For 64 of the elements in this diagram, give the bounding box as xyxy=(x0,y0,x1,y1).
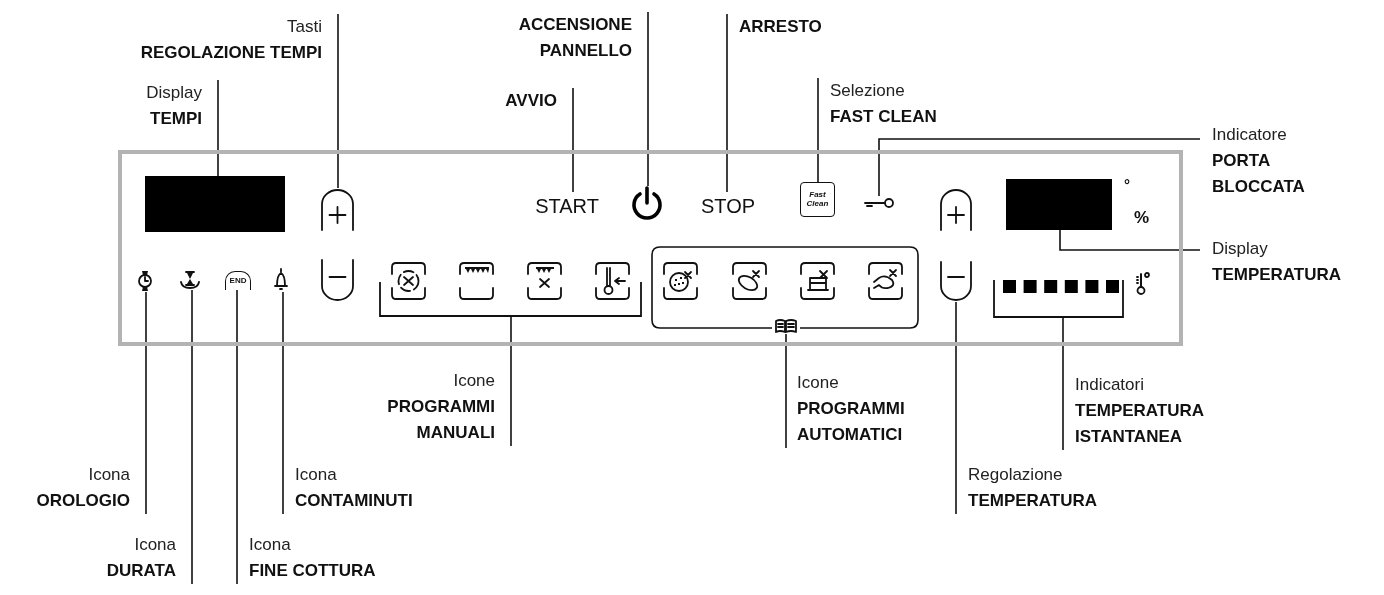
leader-line xyxy=(191,289,193,585)
callout-caption: Display xyxy=(145,82,202,104)
callout-title: CONTAMINUTI xyxy=(295,490,414,512)
leader-line xyxy=(878,138,1201,197)
callout-caption: Icone xyxy=(797,372,840,394)
callout-caption: Tasti xyxy=(286,16,322,38)
callout-caption: Icone xyxy=(452,370,495,392)
unit-label: % xyxy=(1134,208,1150,228)
callout-caption: Indicatore xyxy=(1212,124,1288,146)
minus-button xyxy=(939,260,973,302)
control-panel xyxy=(118,150,1183,346)
temperature-display xyxy=(1006,179,1112,230)
callout-title: TEMPERATURA ISTANTANEA xyxy=(1075,400,1205,448)
power-icon xyxy=(630,186,664,220)
callout-title: TEMPERATURA xyxy=(1212,264,1343,286)
callout-caption: Selezione xyxy=(830,80,906,102)
callout-caption: Indicatori xyxy=(1075,374,1145,396)
leader-line xyxy=(1059,229,1201,251)
leader-line xyxy=(955,301,957,515)
clock-icon xyxy=(137,270,153,292)
callout-caption: Icona xyxy=(133,534,176,556)
callout-title: FINE COTTURA xyxy=(249,560,377,582)
bracket xyxy=(379,282,642,317)
callout-title: ACCENSIONE PANNELLO xyxy=(517,14,632,62)
book-icon xyxy=(775,318,797,334)
callout-title: REGOLAZIONE TEMPI xyxy=(139,42,322,64)
bell-icon xyxy=(274,268,288,292)
callout-title: TEMPERATURA xyxy=(968,490,1099,512)
leader-line xyxy=(817,77,819,183)
end-icon: END xyxy=(225,271,251,290)
callout-title: AVVIO xyxy=(504,90,557,112)
leader-line xyxy=(726,13,728,193)
plus-button xyxy=(320,188,355,232)
callout-title: ARRESTO xyxy=(739,16,823,38)
leader-line xyxy=(145,291,147,515)
bracket xyxy=(993,280,1124,318)
unit-label: ° xyxy=(1124,176,1130,193)
leader-line xyxy=(1062,317,1064,451)
callout-title: PROGRAMMI MANUALI xyxy=(386,396,495,444)
leader-line xyxy=(785,333,787,449)
callout-title: OROLOGIO xyxy=(35,490,130,512)
leader-line xyxy=(572,87,574,193)
leader-line xyxy=(282,291,284,515)
time-display xyxy=(145,176,285,232)
callout-title: PROGRAMMI AUTOMATICI xyxy=(797,398,906,446)
callout-caption: Icona xyxy=(249,534,292,556)
leader-line xyxy=(647,11,649,187)
leader-line xyxy=(337,13,339,189)
leader-line xyxy=(236,289,238,585)
clean-button: Fast Clean xyxy=(800,182,835,217)
callout-title: FAST CLEAN xyxy=(830,106,938,128)
callout-title: PORTA BLOCCATA xyxy=(1212,150,1306,198)
callout-caption: Regolazione xyxy=(968,464,1064,486)
callout-caption: Display xyxy=(1212,238,1269,260)
start-label: START xyxy=(533,192,601,220)
leader-line xyxy=(510,316,512,447)
key-icon xyxy=(864,196,894,210)
stop-label: STOP xyxy=(698,192,758,220)
callout-caption: Icona xyxy=(87,464,130,486)
callout-caption: Icona xyxy=(295,464,338,486)
callout-title: TEMPI xyxy=(149,108,202,130)
callout-title: DURATA xyxy=(105,560,176,582)
leader-line xyxy=(217,79,219,177)
hourglass-icon xyxy=(180,270,200,290)
